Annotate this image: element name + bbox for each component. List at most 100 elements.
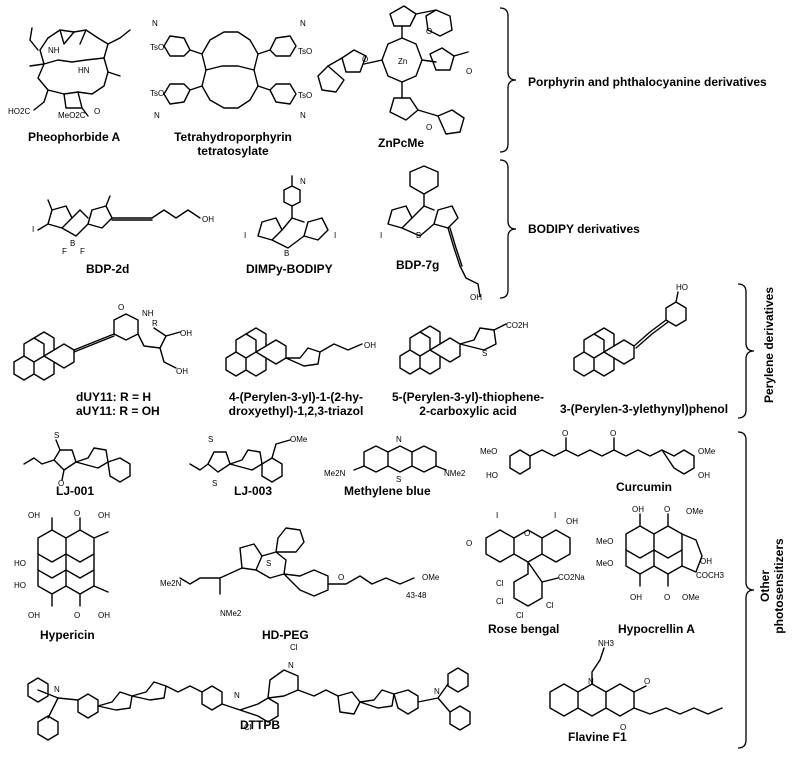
oh-atom-y1: OH bbox=[632, 505, 644, 514]
bodipy-brace bbox=[499, 159, 517, 299]
hdpeg-label: HD-PEG bbox=[262, 628, 309, 642]
bdp7g-label: BDP-7g bbox=[396, 258, 440, 272]
oh-atom-c2: OH bbox=[698, 471, 710, 480]
i-atom-r1: I bbox=[496, 511, 498, 520]
n-atom-1: N bbox=[152, 19, 158, 28]
cl-atom-r3: Cl bbox=[516, 611, 524, 620]
oh-atom-u2: OH bbox=[176, 367, 188, 376]
cl-atom-r1: Cl bbox=[496, 579, 504, 588]
hdpeg-structure: Me2N NMe2 S O OMe 43-48 bbox=[160, 527, 440, 618]
o-atom-f1: O bbox=[644, 677, 650, 686]
hypocrellin-structure: OH O OMe MeO MeO OH COCH3 OH O OMe bbox=[596, 505, 725, 602]
s-atom-m1: S bbox=[396, 475, 401, 484]
r-atom: R bbox=[152, 319, 158, 328]
o-atom: O bbox=[94, 107, 100, 116]
pheophorbide-structure: NH HN HO2C MeO2C O bbox=[8, 27, 131, 120]
s-atom-t1: S bbox=[482, 349, 487, 358]
o-atom-z1: O bbox=[426, 27, 432, 36]
cl-atom-r2: Cl bbox=[496, 597, 504, 606]
methylene-blue-label: Methylene blue bbox=[344, 484, 431, 498]
ome-atom-y1: OMe bbox=[686, 507, 704, 516]
curcumin-label: Curcumin bbox=[616, 480, 673, 494]
ho-atom-c1: HO bbox=[486, 471, 498, 480]
oh-atom-h2: OH bbox=[98, 511, 110, 520]
nme2-atom: NMe2 bbox=[444, 469, 466, 478]
i-atom-r2: I bbox=[554, 511, 556, 520]
phenol-label: 3-(Perylen-3-ylethynyl)phenol bbox=[560, 402, 729, 416]
b-atom-2: B bbox=[284, 249, 289, 258]
ho-atom-p1: HO bbox=[676, 283, 688, 292]
lj001-structure: S O bbox=[23, 431, 131, 488]
znpcme-structure: Zn O O O O bbox=[317, 5, 472, 135]
oh-atom-u1: OH bbox=[180, 329, 192, 338]
uy11-structure: O NH R OH OH bbox=[13, 303, 192, 381]
n-atom-d1: N bbox=[300, 177, 306, 186]
bodipy-group-label: BODIPY derivatives bbox=[528, 222, 640, 236]
triazol-label: 4-(Perylen-3-yl)-1-(2-hy- droxyethyl)-1,… bbox=[214, 390, 378, 418]
dttpb-structure: N N N Cl Cl N bbox=[27, 643, 471, 741]
thiophene-structure: S CO2H bbox=[399, 321, 528, 375]
n-atom-t1: N bbox=[54, 685, 60, 694]
nh-atom-u1: NH bbox=[142, 309, 154, 318]
thiophene-label-line1: 5-(Perylen-3-yl)-thiophene- bbox=[391, 390, 544, 404]
triazol-label-line1: 4-(Perylen-3-yl)-1-(2-hy- bbox=[228, 390, 364, 404]
ho2c-atom: HO2C bbox=[8, 107, 30, 116]
lj003-structure: S S OMe bbox=[189, 435, 308, 488]
o-atom-u1: O bbox=[118, 303, 124, 312]
perylene-brace bbox=[737, 283, 755, 419]
porphyrin-brace bbox=[499, 7, 517, 153]
dttpb-label: DTTPB bbox=[240, 718, 280, 732]
f-atom-1: F bbox=[62, 247, 67, 256]
oh-atom-b1: OH bbox=[202, 215, 214, 224]
flavine-structure: NH3 O O N bbox=[549, 639, 723, 732]
o-atom-y1: O bbox=[664, 505, 670, 514]
oh-atom-g1: OH bbox=[470, 293, 482, 302]
lj003-label: LJ-003 bbox=[234, 484, 273, 498]
s-atom-l3: S bbox=[212, 479, 217, 488]
o-atom-y2: O bbox=[664, 593, 670, 602]
cl-atom-t1: Cl bbox=[290, 643, 298, 652]
meo-atom-c1: MeO bbox=[480, 447, 497, 456]
dimpy-label: DIMPy-BODIPY bbox=[246, 262, 333, 276]
other-group-label: Other photosensitizers bbox=[758, 526, 786, 646]
rose-bengal-structure: I I OH O O CO2Na Cl Cl Cl Cl bbox=[466, 511, 585, 620]
other-group-line2: photosensitizers bbox=[772, 538, 786, 634]
triazol-structure: OH bbox=[225, 327, 376, 377]
f-atom-2: F bbox=[80, 247, 85, 256]
thp-label-line1: Tetrahydroporphyrin bbox=[174, 130, 292, 144]
co2h-atom: CO2H bbox=[506, 321, 528, 330]
o-atom-z3: O bbox=[466, 67, 472, 76]
flavine-label: Flavine F1 bbox=[568, 730, 627, 744]
tso-1: TsO bbox=[150, 43, 164, 52]
bdp2d-label: BDP-2d bbox=[86, 262, 130, 276]
porphyrin-group-label: Porphyrin and phthalocyanine derivatives bbox=[528, 75, 767, 89]
o-atom-c1: O bbox=[562, 429, 568, 438]
tetrahydroporphyrin-structure: N N TsO TsO TsO TsO N N bbox=[150, 19, 312, 120]
hn-atom: HN bbox=[78, 66, 90, 75]
o-atom-c2: O bbox=[610, 429, 616, 438]
tso-2: TsO bbox=[298, 47, 312, 56]
oh-atom-h4: OH bbox=[98, 611, 110, 620]
n-atom-t3: N bbox=[288, 661, 294, 670]
tso-4: TsO bbox=[298, 91, 312, 100]
oh-atom-y2: OH bbox=[700, 557, 712, 566]
n-atom-f1: N bbox=[588, 677, 594, 686]
thp-label-line2: tetratosylate bbox=[197, 144, 269, 158]
coch3-atom: COCH3 bbox=[696, 571, 725, 580]
peg-repeat: 43-48 bbox=[406, 591, 427, 600]
n-atom-t2: N bbox=[234, 691, 240, 700]
ho-atom-h2: HO bbox=[14, 581, 26, 590]
zn-atom: Zn bbox=[398, 57, 407, 66]
co2na-atom: CO2Na bbox=[558, 573, 585, 582]
meo2c-atom: MeO2C bbox=[58, 111, 86, 120]
meo-atom-y1: MeO bbox=[596, 537, 613, 546]
i-atom-g1: I bbox=[380, 231, 382, 240]
o-atom-f2: O bbox=[620, 723, 626, 732]
oh-atom-y3: OH bbox=[630, 593, 642, 602]
oh-atom-h1: OH bbox=[28, 511, 40, 520]
bdp2d-structure: I B F F OH bbox=[32, 195, 214, 256]
ome-atom-hd: OMe bbox=[422, 573, 440, 582]
curcumin-structure: MeO HO O O OMe OH bbox=[480, 429, 716, 480]
s-atom-h: S bbox=[266, 559, 271, 568]
oh-atom-h3: OH bbox=[28, 611, 40, 620]
